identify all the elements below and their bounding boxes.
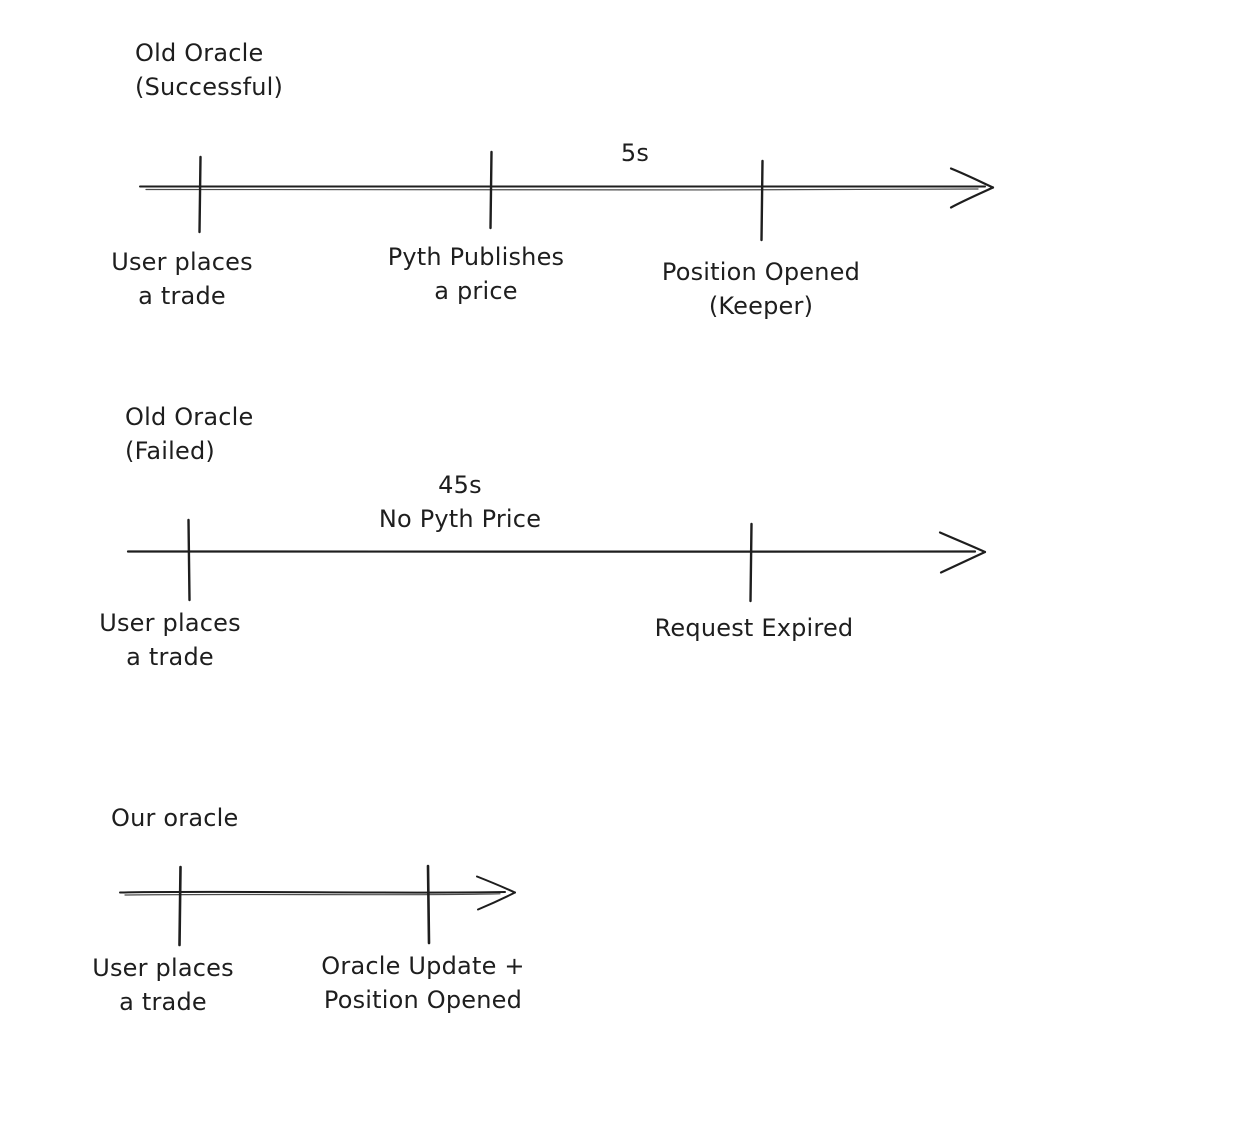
event-label-line-2: a trade xyxy=(138,282,226,310)
timeline-1-title-line-2: (Successful) xyxy=(135,73,284,101)
arrowhead-upper xyxy=(938,531,987,554)
axis-line xyxy=(119,890,506,894)
event-label-line-2: (Keeper) xyxy=(708,292,814,320)
event-label-line-1: Position Opened xyxy=(661,258,861,286)
arrowhead-lower xyxy=(949,186,995,209)
timeline-2-duration-label: 45s No Pyth Price xyxy=(320,468,600,536)
timeline-3-event-user-places-trade: User places a trade xyxy=(23,951,303,1019)
timeline-3-title: Our oracle xyxy=(111,801,238,835)
event-label-line-2: a price xyxy=(434,277,518,305)
event-label-line-1: Pyth Publishes xyxy=(387,243,565,271)
timeline-2-duration-text: 45s xyxy=(438,471,482,499)
axis-line-overdraw xyxy=(145,188,979,191)
timeline-1-duration-label: 5s xyxy=(495,136,775,170)
timeline-old-oracle-successful-axis xyxy=(139,150,995,242)
event-label-line-1: Oracle Update + xyxy=(321,952,525,980)
event-label-line-1: User places xyxy=(111,248,253,276)
event-label-line-1: User places xyxy=(99,609,241,637)
arrowhead-lower xyxy=(939,550,987,574)
timeline-1-event-pyth-publishes-price: Pyth Publishes a price xyxy=(336,240,616,308)
arrowhead-lower xyxy=(477,891,516,911)
event-label-line-2: a trade xyxy=(119,988,207,1016)
timeline-1-event-user-places-trade: User places a trade xyxy=(42,245,322,313)
tick-request-expired xyxy=(749,522,753,603)
timeline-2-event-user-places-trade: User places a trade xyxy=(30,606,310,674)
arrowhead-upper xyxy=(476,875,516,894)
timeline-2-event-request-expired: Request Expired xyxy=(614,611,894,645)
timeline-2-duration-subtext: No Pyth Price xyxy=(378,505,542,533)
axis-line-overdraw xyxy=(124,893,501,896)
timeline-1-event-position-opened-keeper: Position Opened (Keeper) xyxy=(621,255,901,323)
tick-user-places-trade xyxy=(198,155,202,234)
timeline-2-title-line-1: Old Oracle xyxy=(125,403,254,431)
tick-oracle-update xyxy=(426,864,431,945)
tick-user-places-trade xyxy=(178,865,182,947)
timeline-our-oracle-axis xyxy=(119,864,516,947)
event-label-line-2: a trade xyxy=(126,643,214,671)
timeline-2-title: Old Oracle (Failed) xyxy=(125,400,254,468)
axis-line xyxy=(126,549,977,553)
timeline-2-title-line-2: (Failed) xyxy=(125,437,215,465)
tick-user-places-trade xyxy=(187,518,191,602)
tick-pyth-publishes-price xyxy=(489,150,493,230)
timeline-3-title-line-1: Our oracle xyxy=(111,804,239,832)
event-label-line-1: User places xyxy=(92,954,234,982)
event-label-line-1: Request Expired xyxy=(654,614,854,642)
timeline-1-title: Old Oracle (Successful) xyxy=(135,36,283,104)
tick-position-opened xyxy=(760,159,764,242)
arrowhead-upper xyxy=(949,167,995,189)
timeline-1-duration-text: 5s xyxy=(620,139,650,167)
timeline-3-event-oracle-update-position-opened: Oracle Update + Position Opened xyxy=(283,949,563,1017)
event-label-line-2: Position Opened xyxy=(323,986,523,1014)
timeline-old-oracle-failed-axis xyxy=(126,518,987,603)
timeline-1-title-line-1: Old Oracle xyxy=(135,39,264,67)
axis-line xyxy=(139,184,986,189)
